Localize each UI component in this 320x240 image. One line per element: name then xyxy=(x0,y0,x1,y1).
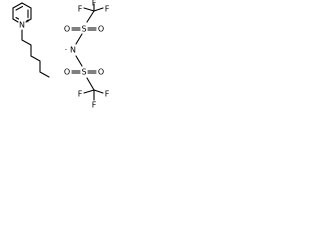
fluorine-label: F xyxy=(105,5,110,14)
ring-bond xyxy=(12,2,23,9)
ring-nitrogen-label: N xyxy=(19,21,25,30)
fluorine-label: F xyxy=(105,90,110,99)
hexyl-chain xyxy=(21,29,50,78)
imide-charge-label: - xyxy=(65,47,67,54)
ring-bond xyxy=(12,18,19,23)
cf3-c-f-bond xyxy=(83,7,95,12)
chemical-structure: N + F F F O S O N - O S O F F F xyxy=(12,0,110,110)
ring-charge-label: + xyxy=(25,18,30,25)
s-n-bond xyxy=(75,33,83,45)
cf3-c-f-bond xyxy=(93,7,104,12)
ring-bond xyxy=(21,2,32,9)
fluorine-label: F xyxy=(78,90,83,99)
oxygen-label: O xyxy=(64,25,70,34)
fluorine-label: F xyxy=(92,101,97,110)
fluorine-label: F xyxy=(78,5,83,14)
oxygen-label: O xyxy=(64,68,70,77)
cf3-c-f-bond xyxy=(83,89,95,94)
n-s-bond xyxy=(75,55,83,67)
ring-bond xyxy=(25,18,32,23)
oxygen-label: O xyxy=(98,25,104,34)
sulfur-label: S xyxy=(81,68,86,77)
cf3-c-f-bond xyxy=(93,89,104,94)
upper-triflyl-group xyxy=(71,3,104,45)
sulfur-label: S xyxy=(81,25,86,34)
ring-double-bond xyxy=(15,5,24,11)
s-c-bond xyxy=(86,77,95,91)
ring-double-bond xyxy=(15,16,20,20)
imide-nitrogen-label: N xyxy=(70,46,76,55)
c-s-bond xyxy=(86,10,95,23)
pyridinium-ring xyxy=(12,2,32,23)
lower-triflyl-group xyxy=(71,55,104,101)
oxygen-label: O xyxy=(98,68,104,77)
fluorine-label: F xyxy=(92,0,97,8)
